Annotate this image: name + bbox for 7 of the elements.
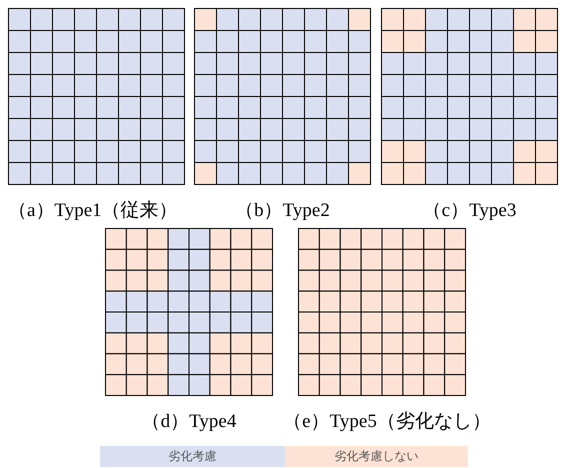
node-label: （a）Type1（従来）	[8, 199, 175, 223]
legend-swatch: 劣化考慮	[100, 446, 285, 467]
node-label: （b）Type2	[234, 199, 331, 223]
node-label: （c）Type3	[422, 199, 518, 223]
node-label: （e）Type5（劣化なし）	[282, 410, 492, 434]
node-label: （d）Type4	[140, 410, 238, 434]
legend-swatch: 劣化考慮しない	[285, 446, 468, 467]
